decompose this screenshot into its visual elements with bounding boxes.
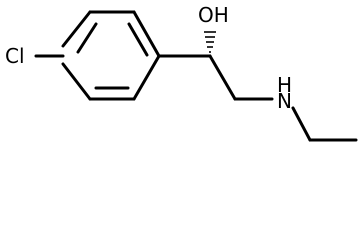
nitrogen-atom-label: N	[277, 89, 292, 113]
hashed-wedge-bond	[204, 31, 216, 53]
amine-hydrogen-label: H	[277, 73, 292, 97]
nitrogen-to-ethyl-bond	[291, 106, 312, 142]
ring-bond-top-left	[61, 10, 92, 48]
ring-bond-bottom-left	[61, 62, 92, 101]
ring-double-bond-right	[127, 22, 149, 57]
ring-bond-bottom-right	[132, 54, 161, 101]
hydroxyl-group-label: OH	[198, 3, 229, 27]
chlorine-atom-label: Cl	[5, 44, 25, 68]
chemical-structure-diagram: Cl OH H N	[5, 3, 358, 142]
benzene-ring	[61, 10, 161, 101]
ring-bond-top-right	[132, 10, 161, 58]
ring-double-bond-top-left	[76, 22, 98, 54]
carbinol-to-methylene-bond	[208, 54, 237, 101]
